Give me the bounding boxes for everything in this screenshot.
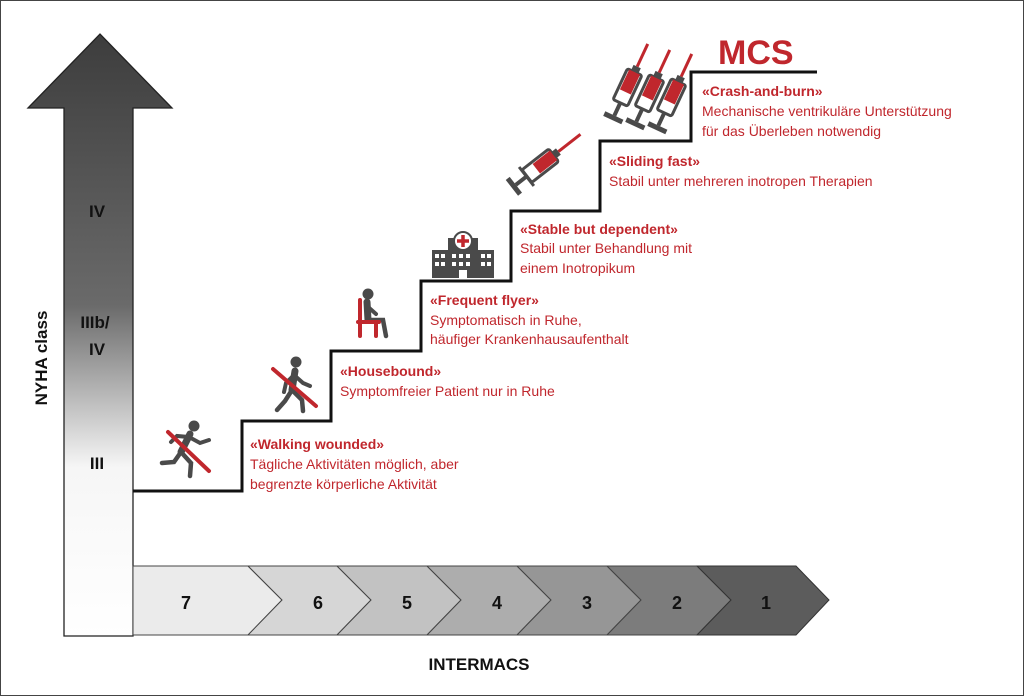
step-desc-line: einem Inotropikum xyxy=(520,260,635,276)
hospital-icon xyxy=(432,231,494,278)
step-title: «Walking wounded» xyxy=(250,436,384,452)
intermacs-level-7: 7 xyxy=(181,593,191,613)
step-desc-line: Tägliche Aktivitäten möglich, aber xyxy=(250,456,459,472)
walking-person-crossed-icon xyxy=(271,356,318,414)
running-person-crossed-icon xyxy=(159,420,211,479)
nyha-class-iii: III xyxy=(90,454,104,473)
step-title: «Frequent flyer» xyxy=(430,292,539,308)
step-title: «Crash-and-burn» xyxy=(702,83,823,99)
nyha-class-iv: IV xyxy=(89,202,106,221)
staircase-line xyxy=(133,70,817,493)
step-title: «Stable but dependent» xyxy=(520,221,678,237)
intermacs-level-1: 1 xyxy=(761,593,771,613)
mcs-label: MCS xyxy=(718,34,794,72)
intermacs-level-4: 4 xyxy=(492,593,502,613)
step-desc-line: für das Überleben notwendig xyxy=(702,122,881,139)
seated-person-icon xyxy=(356,288,389,339)
step-desc-line: Stabil unter mehreren inotropen Therapie… xyxy=(609,173,873,189)
step-title: «Sliding fast» xyxy=(609,153,700,169)
step-desc-line: häufiger Krankenhausaufenthalt xyxy=(430,331,629,347)
intermacs-level-5: 5 xyxy=(402,593,412,613)
nyha-class-iiib-iv: IV xyxy=(89,340,106,359)
step-desc-line: Stabil unter Behandlung mit xyxy=(520,240,692,256)
step-frequent-flyer: «Frequent flyer» Symptomatisch in Ruhe, … xyxy=(430,292,629,347)
x-axis-label: INTERMACS xyxy=(428,655,529,674)
intermacs-chevron-1 xyxy=(695,565,830,636)
step-walking-wounded: «Walking wounded» Tägliche Aktivitäten m… xyxy=(250,436,459,492)
nyha-class-iiib: IIIb/ xyxy=(80,313,110,332)
intermacs-level-6: 6 xyxy=(313,593,323,613)
step-sliding-fast: «Sliding fast» Stabil unter mehreren ino… xyxy=(609,153,873,189)
syringe-icon xyxy=(505,133,582,196)
intermacs-level-3: 3 xyxy=(582,593,592,613)
nyha-arrow xyxy=(26,33,174,637)
step-desc-line: Symptomfreier Patient nur in Ruhe xyxy=(340,383,555,399)
step-desc-line: Symptomatisch in Ruhe, xyxy=(430,312,582,328)
step-desc-line: begrenzte körperliche Aktivität xyxy=(250,476,437,492)
step-title: «Housebound» xyxy=(340,363,441,379)
step-crash-and-burn: «Crash-and-burn» Mechanische ventrikulär… xyxy=(702,83,952,139)
step-housebound: «Housebound» Symptomfreier Patient nur i… xyxy=(340,363,555,399)
step-desc-line: Mechanische ventrikuläre Unterstützung xyxy=(702,103,952,119)
intermacs-band xyxy=(132,565,830,636)
step-stable-but-dependent: «Stable but dependent» Stabil unter Beha… xyxy=(520,221,692,276)
y-axis-label: NYHA class xyxy=(32,311,51,406)
multiple-syringes-icon xyxy=(603,43,694,135)
intermacs-level-2: 2 xyxy=(672,593,682,613)
